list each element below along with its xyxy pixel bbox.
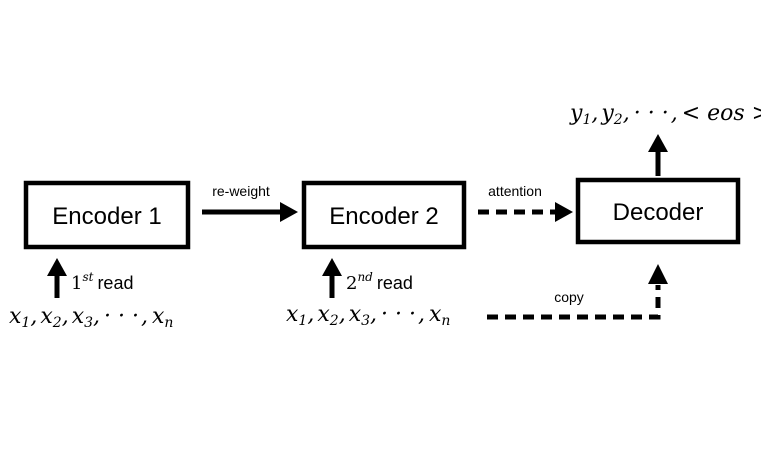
second-read-arrow xyxy=(322,258,342,298)
eos-token: < eos > xyxy=(682,101,761,126)
reweight-arrow-head xyxy=(280,202,298,222)
x2-sub: 2 xyxy=(329,313,339,329)
attention-arrow-head xyxy=(555,202,573,222)
sep: , xyxy=(370,302,377,327)
x2-sub: 2 xyxy=(52,315,62,331)
input-sequence-2: x1,x2,x3,· · ·,xn xyxy=(286,302,450,329)
x3-sub: 3 xyxy=(361,313,370,329)
output-sequence: y1,y2,· · ·,< eos > xyxy=(569,101,761,128)
decoder-node: Decoder xyxy=(575,177,741,245)
sep: , xyxy=(307,302,314,327)
first-read-word: read xyxy=(97,273,133,293)
encoder-1-label: Encoder 1 xyxy=(52,203,161,230)
output-arrow xyxy=(648,134,668,176)
encoder-2-box xyxy=(301,180,467,250)
encoder-1-box xyxy=(23,180,191,250)
dots: · · · xyxy=(381,302,416,327)
sep: , xyxy=(418,302,425,327)
attention-label: attention xyxy=(488,183,542,199)
first-read-arrow-head xyxy=(47,258,67,276)
copy-arrow-head xyxy=(648,264,668,284)
second-read-num: 2 xyxy=(346,273,357,294)
xn-sub: n xyxy=(441,313,450,329)
decoder-box xyxy=(575,177,741,245)
first-read-num: 1 xyxy=(71,273,82,294)
xn-sub: n xyxy=(164,315,173,331)
y1-symbol: y xyxy=(569,101,583,126)
reweight-arrow xyxy=(202,202,298,222)
sep: , xyxy=(591,101,598,126)
copy-arrow-shaft xyxy=(487,285,661,320)
encoder-1-node: Encoder 1 xyxy=(23,180,191,250)
x1-symbol: x xyxy=(9,304,22,329)
x1-symbol: x xyxy=(286,302,299,327)
x1-sub: 1 xyxy=(298,313,307,329)
dots: · · · xyxy=(104,304,139,329)
x1-sub: 1 xyxy=(21,315,30,331)
copy-label: copy xyxy=(554,289,584,305)
reweight-label: re-weight xyxy=(212,183,270,199)
y1-sub: 1 xyxy=(582,112,591,128)
dots: · · · xyxy=(634,101,669,126)
sep: , xyxy=(623,101,630,126)
x2-symbol: x xyxy=(317,302,330,327)
xn-symbol: x xyxy=(429,302,442,327)
output-arrow-head xyxy=(648,134,668,152)
second-read-word: read xyxy=(377,273,413,293)
decoder-label: Decoder xyxy=(613,199,704,226)
encoder-2-node: Encoder 2 xyxy=(301,180,467,250)
second-read-arrow-head xyxy=(322,258,342,276)
second-read-sup: nd xyxy=(357,270,373,284)
xn-symbol: x xyxy=(152,304,165,329)
encoder-2-label: Encoder 2 xyxy=(329,203,438,230)
x3-symbol: x xyxy=(72,304,85,329)
first-read-sup: st xyxy=(82,270,93,284)
y2-sub: 2 xyxy=(613,112,623,128)
first-read-arrow xyxy=(47,258,67,298)
sep: , xyxy=(62,304,69,329)
copy-arrow xyxy=(487,264,668,320)
sep: , xyxy=(671,101,678,126)
x2-symbol: x xyxy=(40,304,53,329)
x3-sub: 3 xyxy=(84,315,93,331)
sep: , xyxy=(30,304,37,329)
input-sequence-1: x1,x2,x3,· · ·,xn xyxy=(9,304,173,331)
sep: , xyxy=(339,302,346,327)
attention-arrow xyxy=(478,202,573,222)
sep: , xyxy=(93,304,100,329)
y2-symbol: y xyxy=(600,101,614,126)
sep: , xyxy=(141,304,148,329)
x3-symbol: x xyxy=(349,302,362,327)
